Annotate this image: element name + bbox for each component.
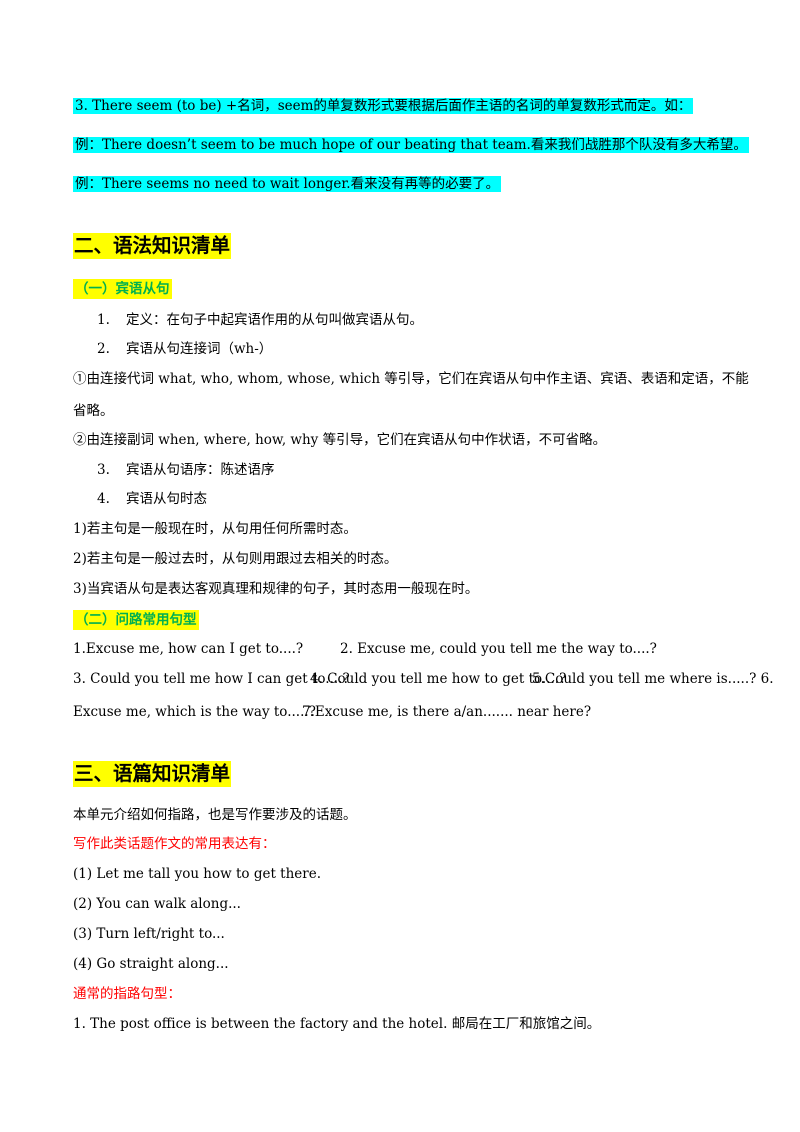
section-grammar-title: 二、语法知识清单 [73, 233, 232, 259]
expression-item: (4) Go straight along... [73, 956, 229, 972]
tense-rule-1: 1)若主句是一般现在时，从句用任何所需时态。 [73, 521, 357, 537]
list-item-number: 2. [97, 341, 110, 357]
paragraph-connective-adverbs: ②由连接副词 when, where, how, why 等引导，它们在宾语从句… [73, 432, 607, 448]
tense-rule-2: 2)若主句是一般过去时，从句则用跟过去相关的时态。 [73, 551, 398, 567]
expression-item: (2) You can walk along... [73, 896, 241, 912]
note-example-2: 例：There seems no need to wait longer.看来没… [73, 176, 502, 192]
subsection-object-clause-title: （一）宾语从句 [73, 279, 172, 299]
question-pattern-3: 3. Could you tell me how I can get to...… [73, 671, 350, 687]
list-item-number: 1. [97, 312, 110, 328]
expressions-label: 写作此类话题作文的常用表达有： [73, 836, 276, 852]
list-item-tense: 宾语从句时态 [126, 491, 207, 507]
list-item-number: 4. [97, 491, 110, 507]
paragraph-connective-pronouns-cont: 省略。 [73, 403, 114, 419]
question-pattern-4: 4. Could you tell me how to get to....? [310, 671, 567, 687]
question-pattern-1: 1.Excuse me, how can I get to....? [73, 641, 304, 657]
section-discourse-title: 三、语篇知识清单 [73, 761, 232, 787]
note-example-1: 例：There doesn’t seem to be much hope of … [73, 137, 749, 153]
question-pattern-2: 2. Excuse me, could you tell me the way … [340, 641, 657, 657]
list-item-connectives: 宾语从句连接词（wh-） [126, 341, 273, 357]
note-seem-rule: 3. There seem (to be) +名词，seem的单复数形式要根据后… [73, 98, 694, 114]
paragraph-connective-pronouns: ①由连接代词 what, who, whom, whose, which 等引导… [73, 371, 749, 387]
question-pattern-7: 7.Excuse me, is there a/an....... near h… [302, 704, 592, 720]
pattern-item: 1. The post office is between the factor… [73, 1016, 601, 1032]
expression-item: (1) Let me tall you how to get there. [73, 866, 322, 882]
list-item-word-order: 宾语从句语序：陈述语序 [126, 462, 275, 478]
question-pattern-5: 5.Could you tell me where is.....? 6. [532, 671, 774, 687]
patterns-label: 通常的指路句型： [73, 986, 181, 1002]
subsection-asking-way-title: （二）问路常用句型 [73, 610, 199, 630]
section-intro: 本单元介绍如何指路，也是写作要涉及的话题。 [73, 807, 357, 823]
expression-item: (3) Turn left/right to... [73, 926, 225, 942]
tense-rule-3: 3)当宾语从句是表达客观真理和规律的句子，其时态用一般现在时。 [73, 581, 479, 597]
list-item-definition: 定义：在句子中起宾语作用的从句叫做宾语从句。 [126, 312, 423, 328]
question-pattern-6: Excuse me, which is the way to.....? [73, 704, 316, 720]
list-item-number: 3. [97, 462, 110, 478]
